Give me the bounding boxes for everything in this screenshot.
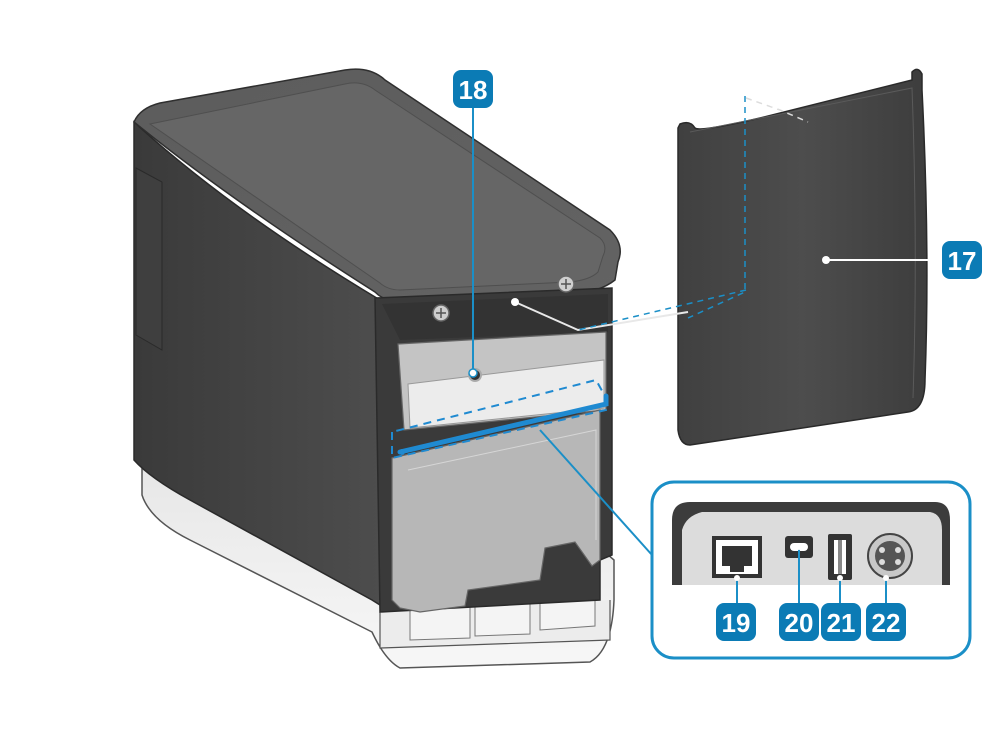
callout-20-label: 20 bbox=[785, 608, 814, 638]
callout-21: 21 bbox=[821, 603, 861, 641]
dc-power-port-icon bbox=[867, 533, 913, 579]
cover-anchor-dot bbox=[511, 298, 519, 306]
lower-panel-edge bbox=[407, 429, 597, 540]
cover-leader-line bbox=[514, 301, 689, 332]
rear-cover-icon bbox=[677, 68, 928, 446]
screw-icon bbox=[432, 304, 450, 322]
callout-17-label: 17 bbox=[948, 246, 977, 276]
inset-leader-line bbox=[539, 429, 653, 556]
callout-22: 22 bbox=[866, 603, 906, 641]
callout-19: 19 bbox=[716, 603, 756, 641]
lan-port-icon bbox=[712, 536, 762, 578]
callout-19-label: 19 bbox=[722, 608, 751, 638]
screw-icon bbox=[557, 275, 575, 293]
side-recess bbox=[135, 167, 163, 351]
hidden-edge-outline bbox=[391, 378, 607, 460]
leader-17-dot bbox=[822, 256, 830, 264]
rear-lower-panel bbox=[391, 409, 601, 613]
top-lid-inset bbox=[148, 82, 606, 291]
callout-22-label: 22 bbox=[872, 608, 901, 638]
printer-body bbox=[133, 68, 621, 669]
paper-exit bbox=[407, 359, 605, 429]
leader-18-dot bbox=[468, 368, 478, 378]
callout-21-label: 21 bbox=[827, 608, 856, 638]
cover-mount-edge bbox=[397, 393, 609, 455]
cover-dashed-leader bbox=[577, 289, 747, 331]
callout-17: 17 bbox=[942, 241, 982, 279]
usb-a-port-icon bbox=[828, 534, 852, 580]
edge-end-left bbox=[399, 449, 405, 455]
callout-18: 18 bbox=[453, 70, 493, 108]
callout-18-label: 18 bbox=[459, 75, 488, 105]
printer-side-panel bbox=[133, 120, 381, 607]
callout-20: 20 bbox=[779, 603, 819, 641]
